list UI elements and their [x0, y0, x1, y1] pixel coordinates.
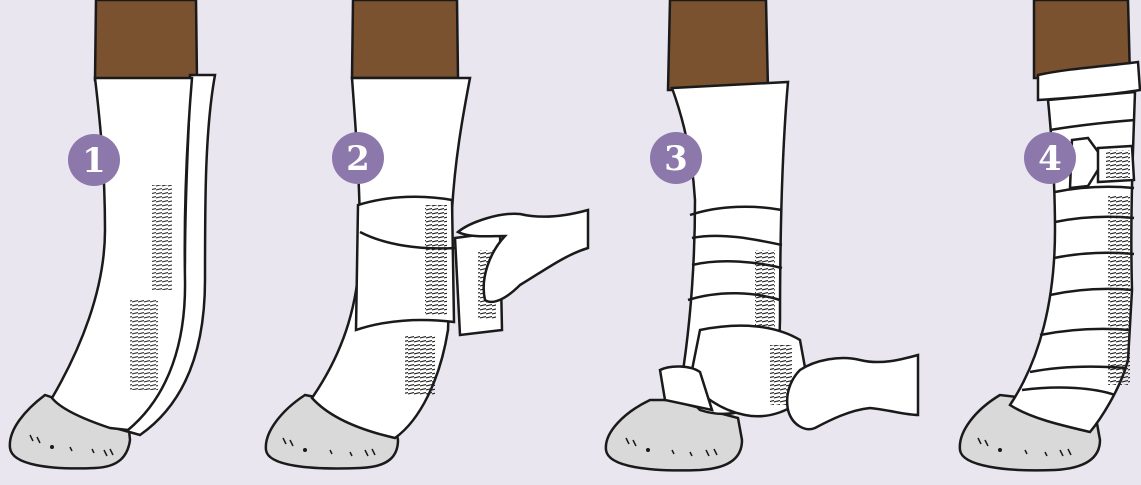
- leg-2: [352, 0, 458, 78]
- step-badge-3: 3: [650, 132, 702, 184]
- step-2-illustration: 2: [266, 0, 588, 468]
- step-3-illustration: 3: [606, 0, 918, 470]
- step-number-1: 1: [82, 141, 106, 181]
- step-badge-2: 2: [332, 132, 384, 184]
- hand-3: [787, 355, 918, 429]
- step-number-2: 2: [346, 139, 370, 179]
- leg-3: [668, 0, 768, 90]
- leg-1: [95, 0, 197, 80]
- step-4-illustration: 4: [960, 0, 1140, 470]
- step-1-illustration: 1: [10, 0, 215, 468]
- step-badge-1: 1: [68, 134, 120, 186]
- step-number-4: 4: [1038, 139, 1062, 179]
- step-badge-4: 4: [1024, 132, 1076, 184]
- step-number-3: 3: [664, 139, 688, 179]
